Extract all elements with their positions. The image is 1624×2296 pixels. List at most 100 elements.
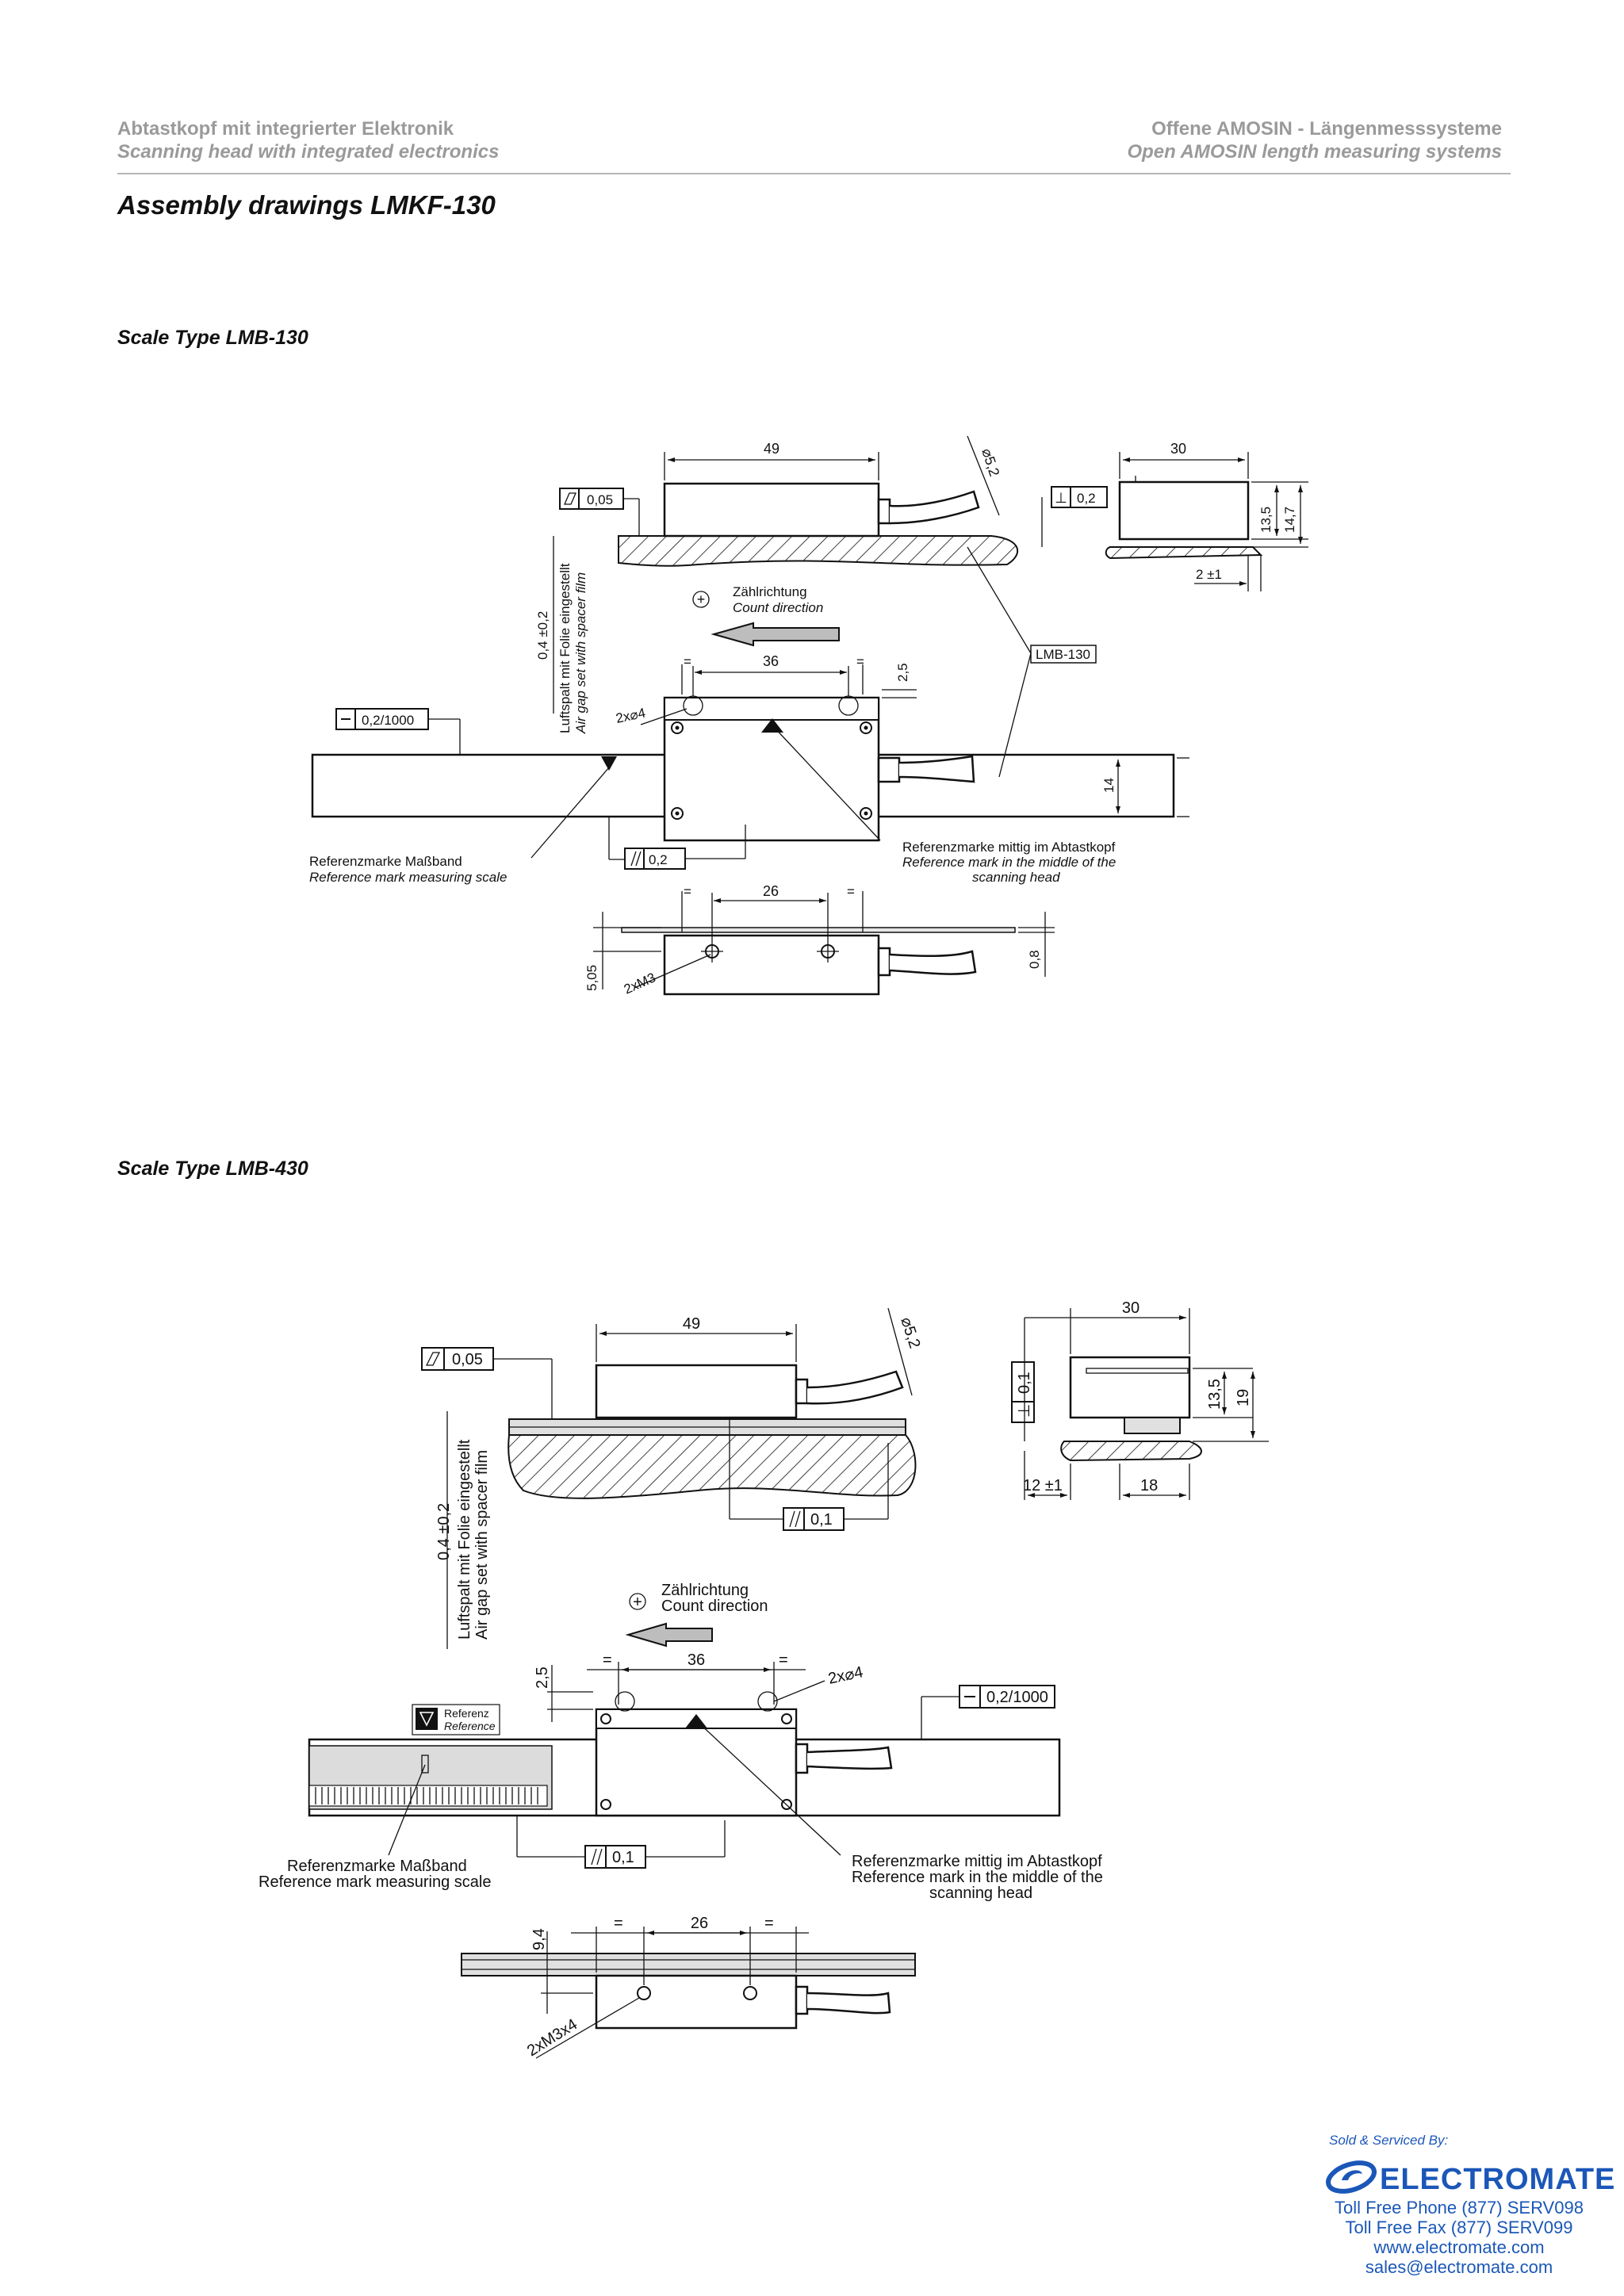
holes-label-430: 2x⌀4 [826,1663,864,1688]
cable-gland [877,498,891,525]
lmb430-count-direction: + Zählrichtung Count direction [625,1582,768,1647]
tol-perp: 0,2 [1077,491,1096,506]
section-heading-lmb130: Scale Type LMB-130 [117,327,308,349]
header-left-en: Scanning head with integrated electronic… [117,141,500,163]
contact-block: Toll Free Phone (877) SERV098 Toll Free … [1316,2198,1602,2277]
dim-height-low: 5,05 [584,965,599,991]
scale-type-label: LMB-130 [1036,647,1090,662]
tol-straightness: 0,2/1000 [362,713,414,728]
dim-edge-430: 2,5 [534,1667,551,1689]
count-en: Count direction [733,600,823,615]
svg-text:+: + [633,1594,642,1611]
count-direction-arrow [710,622,840,647]
website-link[interactable]: www.electromate.com [1373,2237,1545,2257]
dim-edge: 2,5 [895,663,910,682]
scale-graduation [315,1787,538,1804]
header-left: Abtastkopf mit integrierter Elektronik S… [117,117,499,163]
phone: Toll Free Phone (877) SERV098 [1335,2198,1584,2218]
eq-left-430: = [603,1651,612,1669]
tol-parallel-430a: 0,1 [810,1511,833,1529]
header-left-de: Abtastkopf mit integrierter Elektronik [117,118,454,140]
head-end-view [1118,480,1250,541]
fax: Toll Free Fax (877) SERV099 [1345,2218,1573,2237]
svg-text:⊥: ⊥ [1016,1404,1033,1418]
dim-hole-pitch-430: 36 [688,1651,705,1669]
email-link[interactable]: sales@electromate.com [1365,2257,1553,2277]
mounting-surface-430 [508,1434,917,1499]
ref-head-de: Referenzmarke mittig im Abtastkopf [902,840,1116,855]
tolerance-perp-frame [1051,486,1108,508]
svg-text:+: + [697,591,706,607]
eq-right: = [856,654,864,669]
dim-thread-pitch-430: 26 [691,1915,708,1932]
page-title: Assembly drawings LMKF-130 [117,190,496,220]
gap-note-en-430: Air gap set with spacer film [473,1450,491,1640]
dim-cable-430: ⌀5,2 [897,1315,923,1351]
reference-mark-scale [601,756,617,771]
dim-h1-430: 13,5 [1206,1379,1224,1410]
gap-note-de-430: Luftspalt mit Folie eingestellt [456,1439,473,1640]
tol-parallel-430b: 0,1 [612,1849,634,1866]
dim-length-430: 49 [683,1315,700,1333]
profile-rail-bottom [461,1953,916,1976]
lmb130-bottom-view: 26 = = 5,05 2xM3 0,8 [584,883,1055,997]
reference-mark-head-430 [685,1714,707,1728]
ref-scale-en: Reference mark measuring scale [309,870,507,885]
gap-note-de: Luftspalt mit Folie eingestellt [557,563,573,733]
header-right-de: Offene AMOSIN - Längenmesssysteme [1151,118,1502,140]
dim-gap: 0,4 ±0,2 [535,611,550,660]
reference-legend-en: Reference [444,1720,496,1732]
eq-right-b-430: = [764,1915,774,1932]
reference-legend-de: Referenz [444,1707,489,1720]
dim-off1-430: 12 ±1 [1023,1477,1063,1494]
holes-label: 2x⌀4 [615,705,647,725]
dim-height-low-430: 9,4 [530,1928,548,1950]
eq-right-b: = [847,884,855,899]
lmb130-end-view: 30 ⊥ 0,2 13,5 14,7 2 ±1 [1041,441,1308,591]
section-heading-lmb430: Scale Type LMB-430 [117,1158,308,1180]
dim-gap-430: 0,4 ±0,2 [435,1503,453,1560]
ref-head-en2-430: scanning head [929,1885,1032,1902]
header-right-en: Open AMOSIN length measuring systems [1127,141,1502,163]
dim-h1: 13,5 [1258,507,1274,533]
eq-left-b-430: = [614,1915,623,1932]
mounting-surface-hatched [618,535,1019,567]
ref-head-en2: scanning head [972,870,1060,885]
gap-note-en: Air gap set with spacer film [573,572,588,734]
dim-h2-430: 19 [1235,1389,1252,1406]
ref-head-en1-430: Reference mark in the middle of the [852,1869,1103,1886]
cable [889,490,980,525]
eq-right-430: = [779,1651,788,1669]
dim-thread-pitch: 26 [763,883,779,899]
threads-label-430: 2xM3x4 [524,2015,580,2060]
lmb430-end-view: 30 ⊥ 0,1 13,5 19 12 ±1 18 [1011,1299,1269,1500]
tol-flatness-430: 0,05 [452,1351,483,1368]
tolerance-perp-frame-430 [1011,1361,1035,1423]
lmb430-bottom-view: 26 = = 9,4 2xM3x4 [461,1915,916,2060]
dim-film: 0,8 [1027,950,1042,969]
dim-offset: 2 ±1 [1196,567,1222,582]
eq-left: = [684,654,691,669]
tol-flatness: 0,05 [587,492,613,507]
brand-name: ELECTROMATE [1380,2163,1616,2196]
ref-head-de-430: Referenzmarke mittig im Abtastkopf [852,1853,1102,1870]
header-right: Offene AMOSIN - Längenmesssysteme Open A… [1127,117,1502,163]
lmb430-side-view: 49 ⌀5,2 0,05 0,4 ±0,2 Luftspalt mit Foli… [421,1307,923,1649]
scanning-head-side-430 [595,1364,798,1419]
header-divider [117,173,1511,174]
dim-width-430: 30 [1122,1299,1139,1317]
ref-scale-de: Referenzmarke Maßband [309,854,462,869]
dim-width: 30 [1170,441,1186,457]
dim-off2-430: 18 [1140,1477,1158,1494]
scanning-head-bottom [663,934,880,996]
count-en-430: Count direction [661,1598,768,1615]
dim-h2: 14,7 [1282,507,1297,533]
tol-parallel: 0,2 [649,852,668,867]
tol-perp-430: 0,1 [1016,1372,1033,1394]
lmb430-top-view: Referenz Reference 36 = = 2,5 2x⌀4 0,2/1… [259,1651,1103,1902]
svg-text:⊥: ⊥ [1055,490,1067,506]
tol-straightness-430: 0,2/1000 [986,1689,1048,1706]
sold-by-label: Sold & Serviced By: [1329,2133,1449,2148]
dim-hole-pitch: 36 [763,653,779,669]
ref-scale-de-430: Referenzmarke Maßband [287,1858,467,1875]
